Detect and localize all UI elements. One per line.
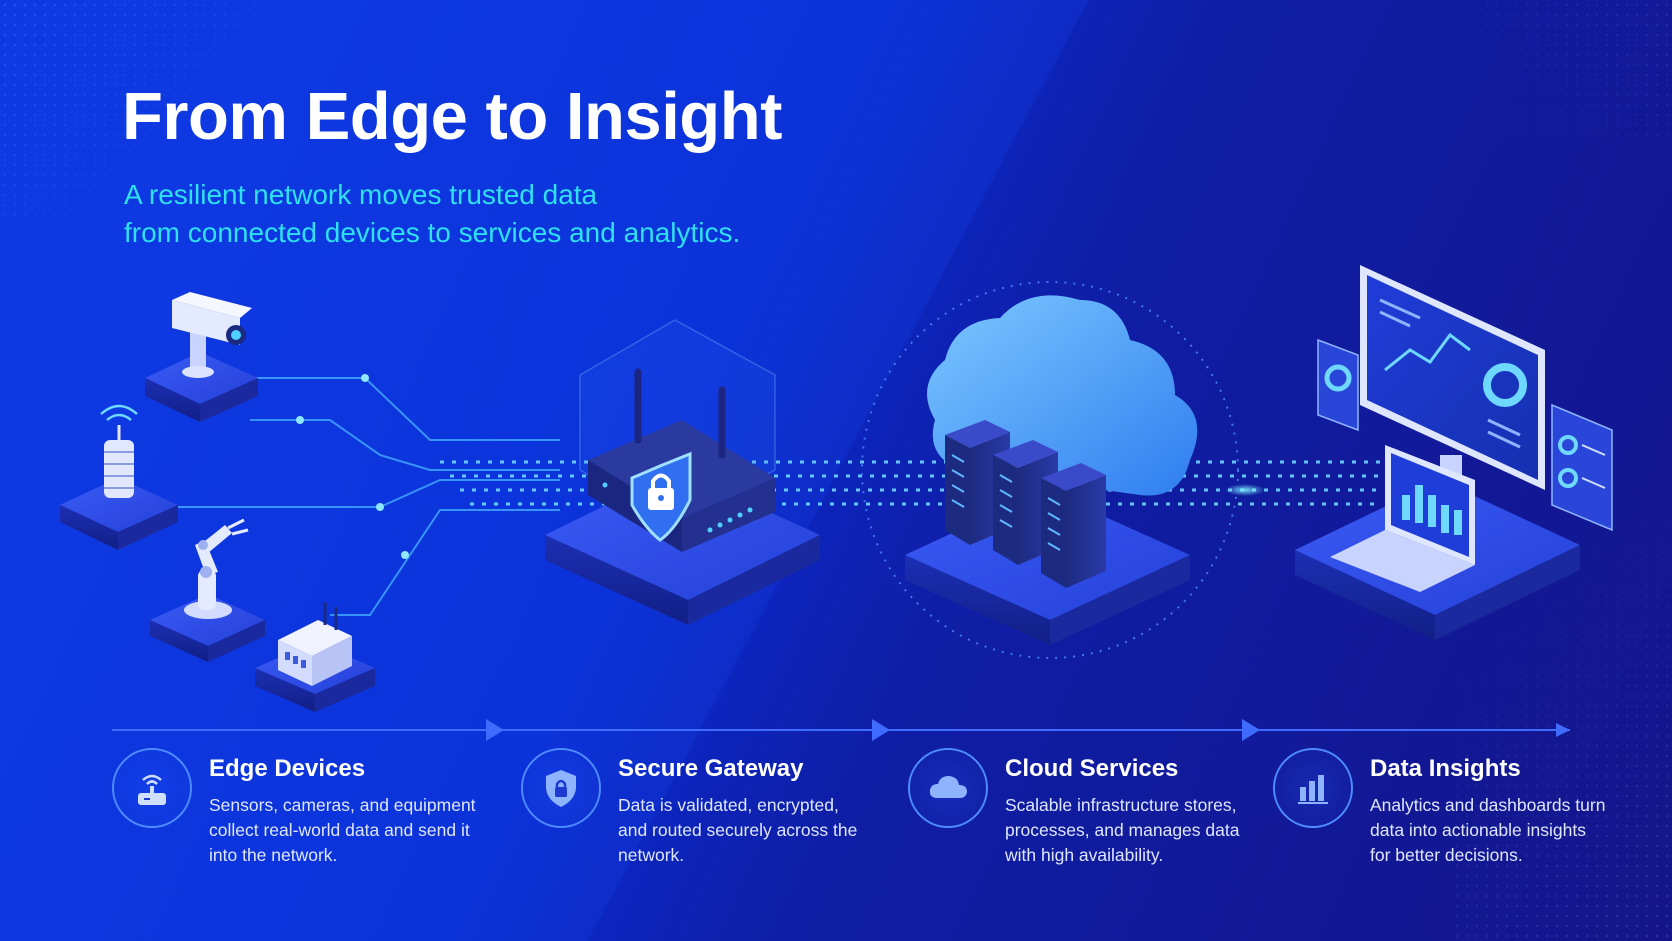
subtitle-line: from connected devices to services and a… <box>124 217 741 248</box>
stream-glow <box>1225 484 1265 496</box>
stage-icon-circle <box>1273 748 1353 828</box>
stage-title: Edge Devices <box>209 755 366 782</box>
shield-lock-icon <box>546 770 576 807</box>
description-line: network. <box>618 845 685 865</box>
description-line: Sensors, cameras, and equipment <box>209 795 476 815</box>
description-line: processes, and manages data <box>1005 820 1240 840</box>
subtitle-line: A resilient network moves trusted data <box>124 179 598 210</box>
iot-gateway-box-icon <box>255 602 375 712</box>
donut-list-panel-icon <box>1551 403 1613 532</box>
cloud-icon <box>929 776 967 798</box>
stage-secure-gateway: Secure Gateway Data is validated, encryp… <box>521 748 861 888</box>
cloud-services-illustration <box>861 281 1239 659</box>
bar-chart-icon <box>1298 775 1328 804</box>
stage-title: Secure Gateway <box>618 755 804 782</box>
description-line: into the network. <box>209 845 338 865</box>
data-insights-illustration <box>1295 265 1613 640</box>
stage-description: Analytics and dashboards turn data into … <box>1370 793 1605 868</box>
stage-description: Sensors, cameras, and equipment collect … <box>209 793 476 868</box>
stage-cloud-services: Cloud Services Scalable infrastructure s… <box>908 748 1248 888</box>
description-line: for better decisions. <box>1370 845 1523 865</box>
timeline-arrow-icon <box>486 719 504 741</box>
router-icon <box>138 774 166 805</box>
description-line: Data is validated, encrypted, <box>618 795 839 815</box>
page-title: From Edge to Insight <box>122 79 782 154</box>
stage-data-insights: Data Insights Analytics and dashboards t… <box>1273 748 1613 888</box>
stage-description: Data is validated, encrypted, and routed… <box>618 793 857 868</box>
page-subtitle: A resilient network moves trusted data f… <box>124 176 740 252</box>
stage-icon-circle <box>908 748 988 828</box>
router-with-shield-icon <box>545 319 820 625</box>
edge-connection-lines <box>170 377 560 616</box>
security-camera-icon <box>145 292 258 422</box>
stage-icon-circle <box>521 748 601 828</box>
description-line: with high availability. <box>1005 845 1164 865</box>
description-line: Analytics and dashboards turn <box>1370 795 1606 815</box>
description-line: data into actionable insights <box>1370 820 1586 840</box>
monitor-dashboard-icon <box>1360 265 1545 515</box>
edge-connection-dots <box>296 374 409 559</box>
robot-arm-icon <box>150 518 265 662</box>
server-rack-icon <box>1041 463 1106 588</box>
description-line: and routed securely across the <box>618 820 858 840</box>
stage-icon-circle <box>112 748 192 828</box>
description-line: collect real-world data and send it <box>209 820 470 840</box>
stage-description: Scalable infrastructure stores, processe… <box>1005 793 1239 868</box>
antenna-sensor-icon <box>60 404 178 550</box>
donut-chart-panel-icon <box>1317 338 1359 432</box>
timeline-arrow-icon <box>1242 719 1260 741</box>
stage-title: Data Insights <box>1370 755 1521 782</box>
stage-title: Cloud Services <box>1005 755 1179 782</box>
stage-edge-devices: Edge Devices Sensors, cameras, and equip… <box>112 748 476 888</box>
description-line: Scalable infrastructure stores, <box>1005 795 1237 815</box>
timeline-arrow-icon <box>1556 723 1570 737</box>
timeline-arrow-icon <box>872 719 890 741</box>
laptop-chart-icon <box>1330 445 1475 592</box>
